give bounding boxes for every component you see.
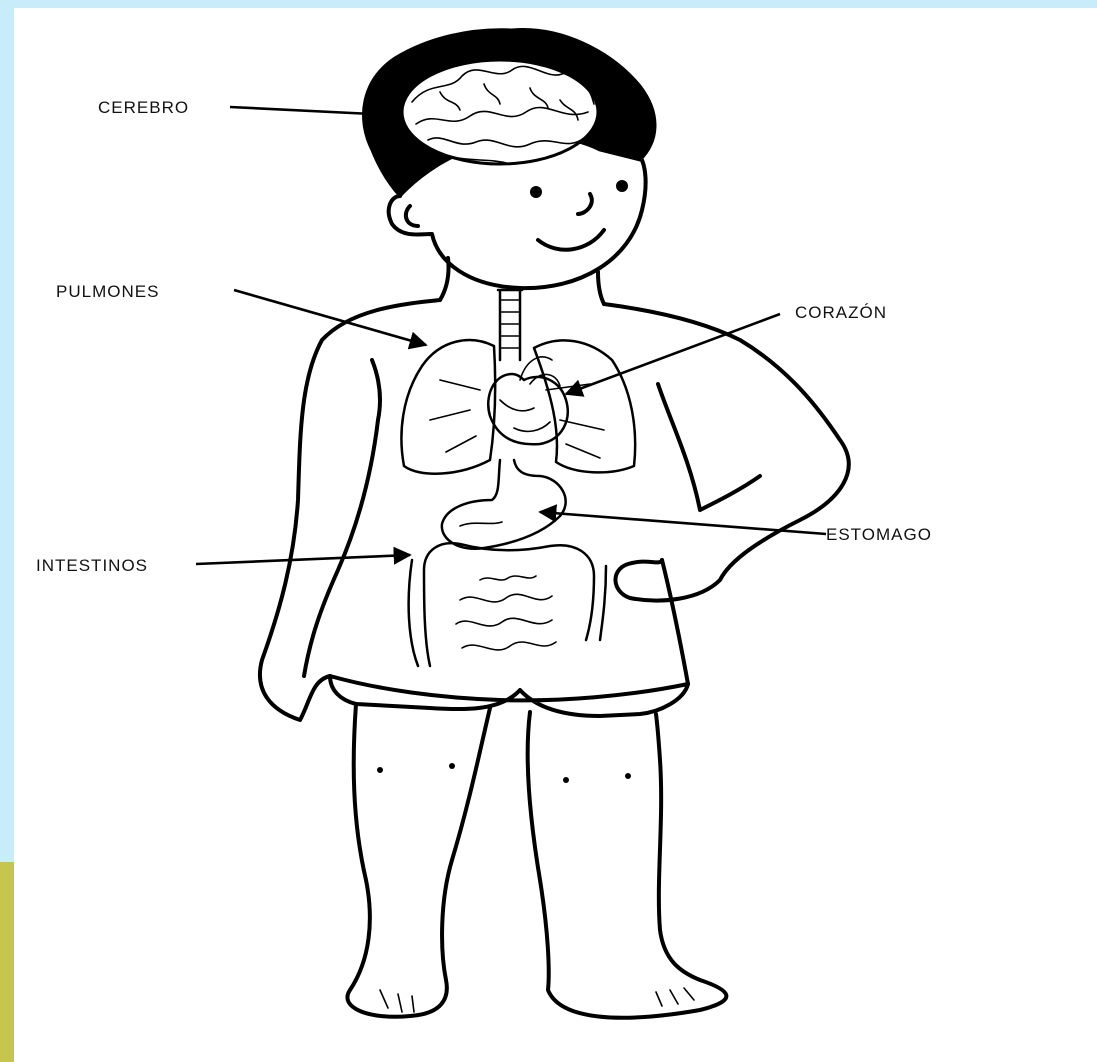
- left-leg: [347, 704, 490, 1017]
- right-arm-inner: [658, 384, 760, 510]
- brain: [402, 60, 598, 164]
- torso-left: [260, 300, 440, 720]
- torso-right: [604, 304, 849, 601]
- intestines-pointer: [196, 555, 410, 564]
- stomach-pointer: [540, 512, 826, 534]
- right-leg: [528, 712, 727, 1018]
- head-outline: [389, 156, 646, 288]
- label-brain: CEREBRO: [98, 98, 189, 117]
- label-stomach: ESTOMAGO: [826, 525, 932, 544]
- mouth: [538, 230, 604, 250]
- left-eye: [530, 186, 542, 198]
- label-lungs: PULMONES: [56, 282, 159, 301]
- ear: [406, 206, 418, 226]
- lungs-pointer: [234, 290, 426, 345]
- stomach: [442, 460, 566, 549]
- shorts: [330, 676, 688, 716]
- waist-right: [662, 560, 688, 684]
- nose: [578, 194, 592, 214]
- neck: [440, 258, 604, 304]
- heart-pointer: [566, 314, 780, 394]
- label-intestines: INTESTINOS: [36, 556, 148, 575]
- label-heart: CORAZÓN: [795, 303, 887, 322]
- brain-pointer: [230, 107, 372, 114]
- left-lung: [401, 340, 495, 474]
- intestines: [409, 543, 606, 666]
- left-arm-inner: [304, 360, 380, 676]
- right-lung: [534, 340, 635, 472]
- right-eye: [616, 180, 628, 192]
- child-figure: [260, 30, 849, 1018]
